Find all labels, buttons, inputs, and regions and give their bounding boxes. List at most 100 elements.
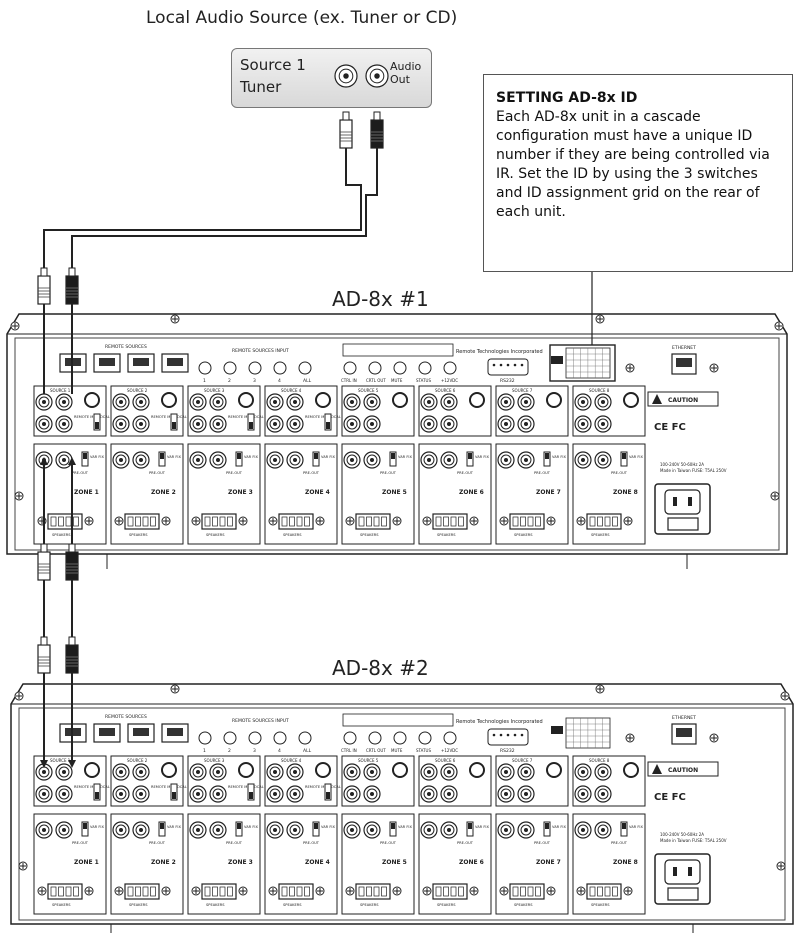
screw-icon <box>14 691 24 701</box>
source-label: SOURCE 6 <box>435 758 456 763</box>
callout-heading: SETTING AD-8x ID <box>496 90 638 106</box>
var-fix-switch-icon <box>466 821 474 837</box>
speakers-label: SPEAKERS <box>360 533 379 537</box>
screw-icon <box>10 321 20 331</box>
speaker-terminal-icon <box>509 513 545 530</box>
rca-jack-icon <box>517 821 535 839</box>
source-label: SOURCE 7 <box>512 388 533 393</box>
zone-label: ZONE 5 <box>382 489 407 496</box>
screw-icon <box>776 861 786 871</box>
var-fix-label: VAR FIX <box>244 455 258 459</box>
source-module <box>264 385 338 437</box>
screw-icon <box>84 886 94 896</box>
speakers-label: SPEAKERS <box>514 533 533 537</box>
var-fix-switch-icon <box>620 821 628 837</box>
control-jack-icon <box>443 731 457 745</box>
remote-sources-label: REMOTE SOURCES <box>105 344 147 350</box>
brand-label: Remote Technologies Incorporated <box>456 349 543 355</box>
var-fix-label: VAR FIX <box>552 455 566 459</box>
screw-icon <box>37 516 47 526</box>
zone-module <box>572 443 646 545</box>
mode-switch-icon <box>247 413 255 431</box>
zone-module <box>110 443 184 545</box>
zone-module <box>33 813 107 915</box>
ir-input-jack-icon <box>248 731 262 745</box>
remote-mix-local-label: REMOTE MIX LOCAL <box>228 785 264 789</box>
rca-jack-icon <box>343 451 361 469</box>
rca-jack-icon <box>286 763 304 781</box>
source-label: SOURCE 6 <box>435 388 456 393</box>
source-module <box>33 385 107 437</box>
zone-label: ZONE 8 <box>613 489 638 496</box>
source-module <box>187 385 261 437</box>
ethernet-port-icon <box>671 353 697 375</box>
zone-label: ZONE 2 <box>151 859 176 866</box>
control-jack-icon <box>393 361 407 375</box>
rca-jack-icon <box>132 763 150 781</box>
mode-switch-icon <box>247 783 255 801</box>
control-jack-label: +12VDC <box>441 748 458 753</box>
rs232-label: RS232 <box>500 378 515 384</box>
source-label: SOURCE 2 <box>127 758 148 763</box>
source-module <box>264 755 338 807</box>
var-fix-switch-icon <box>543 821 551 837</box>
rca-jack-icon <box>420 763 438 781</box>
rca-jack-icon <box>35 785 53 803</box>
control-jack-label: CRTL OUT <box>366 748 386 753</box>
pre-out-label: PRE-OUT <box>149 471 166 475</box>
speakers-label: SPEAKERS <box>591 533 610 537</box>
ir-input-label: 3 <box>253 378 256 384</box>
control-jack-label: CRTL OUT <box>366 378 386 383</box>
speaker-terminal-icon <box>278 513 314 530</box>
control-jack-label: MUTE <box>391 378 403 383</box>
screw-icon <box>770 491 780 501</box>
zone-module <box>264 443 338 545</box>
rca-jack-icon <box>112 415 130 433</box>
ir-jack-icon <box>392 392 408 408</box>
rca-jack-icon <box>35 393 53 411</box>
zone-label: ZONE 2 <box>151 489 176 496</box>
remote-sources-label: REMOTE SOURCES <box>105 714 147 720</box>
rca-jack-icon <box>112 821 130 839</box>
source-label: SOURCE 4 <box>281 758 302 763</box>
zone-module <box>341 813 415 915</box>
rca-jack-icon <box>266 451 284 469</box>
caution-label-plate <box>647 391 719 407</box>
rca-jack-icon <box>189 763 207 781</box>
rca-jack-icon <box>132 415 150 433</box>
ir-input-jack-icon <box>198 731 212 745</box>
rca-jack-icon <box>286 785 304 803</box>
screw-icon <box>268 886 278 896</box>
rca-jack-icon <box>420 415 438 433</box>
rca-plug-white-icon <box>37 275 51 305</box>
screw-icon <box>576 516 586 526</box>
screw-icon <box>625 363 635 373</box>
ir-input-jack-icon <box>298 361 312 375</box>
mode-switch-icon <box>93 413 101 431</box>
zone-label: ZONE 7 <box>536 859 561 866</box>
rca-jack-icon <box>209 763 227 781</box>
rca-jack-icon <box>363 785 381 803</box>
id-assignment-grid <box>565 347 611 379</box>
screw-icon <box>546 886 556 896</box>
rca-jack-icon <box>363 821 381 839</box>
var-fix-label: VAR FIX <box>90 825 104 829</box>
rca-jack-icon <box>132 451 150 469</box>
screw-icon <box>546 516 556 526</box>
control-jack-label: STATUS <box>416 748 431 753</box>
rca-jack-icon <box>112 393 130 411</box>
var-fix-label: VAR FIX <box>167 825 181 829</box>
mode-switch-icon <box>324 783 332 801</box>
ir-input-label: 2 <box>228 378 231 384</box>
control-jack-label: CTRL IN <box>341 378 357 383</box>
speakers-label: SPEAKERS <box>514 903 533 907</box>
source-module <box>572 755 646 807</box>
rca-jack-icon <box>266 821 284 839</box>
rca-jack-icon <box>594 763 612 781</box>
control-jack-icon <box>418 731 432 745</box>
source-label: SOURCE 7 <box>512 758 533 763</box>
var-fix-switch-icon <box>543 451 551 467</box>
control-jack-icon <box>343 731 357 745</box>
rca-jack-icon <box>189 785 207 803</box>
var-fix-switch-icon <box>389 451 397 467</box>
